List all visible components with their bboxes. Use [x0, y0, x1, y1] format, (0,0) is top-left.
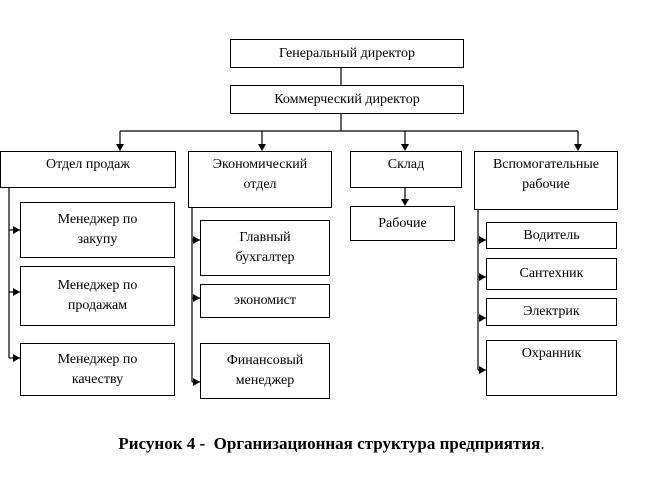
arrowhead — [479, 366, 486, 374]
arrowhead — [479, 273, 486, 281]
arrowhead — [13, 226, 20, 234]
figure-caption: Рисунок 4 - Организационная структура пр… — [0, 434, 663, 454]
arrowhead — [193, 236, 200, 244]
chief-accountant-box: Главный бухгалтер — [200, 220, 330, 276]
arrowhead — [401, 199, 409, 206]
caption-period: . — [540, 434, 545, 453]
commercial-director-box: Коммерческий директор — [230, 85, 464, 114]
arrowhead — [13, 354, 20, 362]
economic-department-box: Экономический отдел — [188, 151, 332, 208]
arrowhead — [116, 144, 124, 151]
arrowhead — [193, 294, 200, 302]
caption-text: Рисунок 4 - Организационная структура пр… — [118, 434, 541, 453]
general-director-box: Генеральный директор — [230, 39, 464, 68]
driver-box: Водитель — [486, 222, 617, 249]
economist-box: экономист — [200, 284, 330, 318]
workers-box: Рабочие — [350, 206, 455, 241]
sales-manager-box: Менеджер по продажам — [20, 266, 175, 326]
financial-manager-box: Финансовый менеджер — [200, 343, 330, 399]
sales-department-box: Отдел продаж — [0, 151, 176, 188]
arrowhead — [574, 144, 582, 151]
purchasing-manager-box: Менеджер по закупу — [20, 202, 175, 258]
arrowhead — [13, 288, 20, 296]
arrowhead — [479, 314, 486, 322]
arrowhead — [193, 378, 200, 386]
warehouse-box: Склад — [350, 151, 462, 188]
arrowhead — [258, 144, 266, 151]
plumber-box: Сантехник — [486, 258, 617, 290]
arrowhead — [401, 144, 409, 151]
quality-manager-box: Менеджер по качеству — [20, 343, 175, 396]
security-guard-box: Охранник — [486, 340, 617, 396]
arrowhead — [479, 236, 486, 244]
electrician-box: Электрик — [486, 298, 617, 326]
auxiliary-workers-box: Вспомогательные рабочие — [474, 151, 618, 210]
